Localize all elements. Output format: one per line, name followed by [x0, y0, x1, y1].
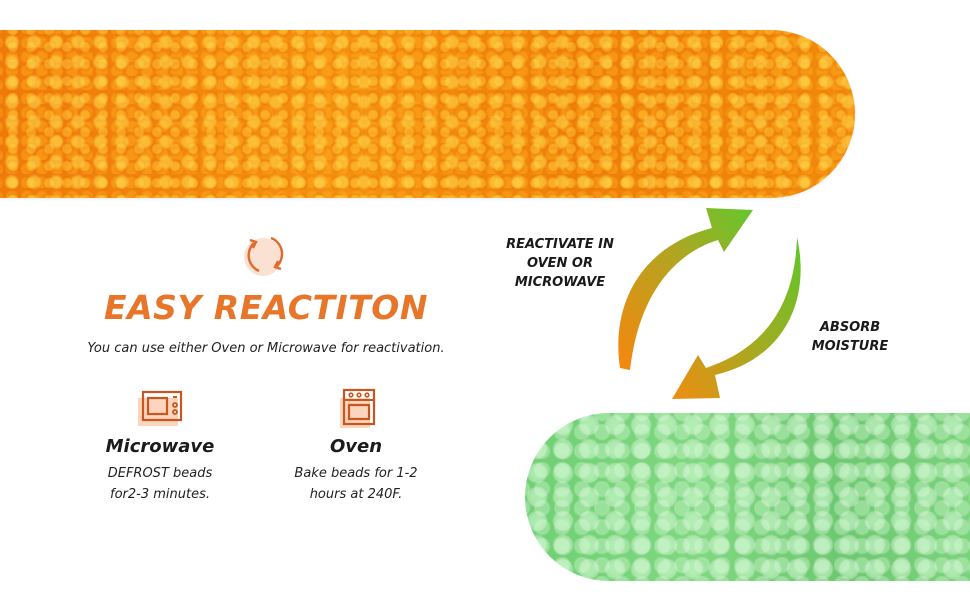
orange-beads-image [0, 30, 855, 198]
description-line: Bake beads for 1-2 [294, 466, 418, 481]
cycle-icon [240, 230, 292, 280]
label-line: OVEN OR [527, 256, 593, 271]
reactivate-label: REACTIVATE IN OVEN OR MICROWAVE [495, 235, 625, 292]
method-description: Bake beads for 1-2 hours at 240F. [276, 463, 436, 505]
page-title: EASY REACTITON [104, 288, 428, 327]
method-oven: Oven Bake beads for 1-2 hours at 240F. [276, 388, 436, 505]
oven-icon [340, 388, 376, 428]
method-microwave: Microwave DEFROST beads for2-3 minutes. [80, 388, 240, 505]
method-name: Microwave [105, 436, 215, 457]
label-line: MICROWAVE [514, 275, 606, 290]
green-beads-image [525, 413, 970, 581]
method-description: DEFROST beads for2-3 minutes. [80, 463, 240, 505]
description-line: for2-3 minutes. [110, 487, 210, 502]
label-line: REACTIVATE IN [506, 237, 614, 252]
label-line: ABSORB [819, 320, 881, 335]
label-line: MOISTURE [811, 339, 889, 354]
subtitle: You can use either Oven or Microwave for… [87, 341, 445, 356]
method-name: Oven [329, 436, 383, 457]
absorb-label: ABSORB MOISTURE [800, 318, 900, 356]
microwave-icon [138, 390, 183, 426]
description-line: hours at 240F. [309, 487, 403, 502]
description-line: DEFROST beads [107, 466, 213, 481]
cycle-arrows-icon [618, 208, 801, 399]
